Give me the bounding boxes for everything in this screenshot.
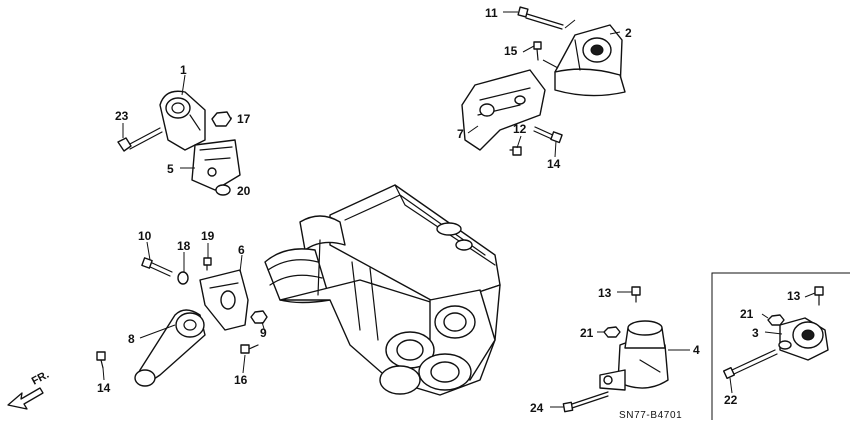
- callout-19: 19: [201, 229, 215, 243]
- callout-13b: 13: [787, 289, 801, 303]
- bolt-12: [509, 146, 522, 156]
- bolt-23: [117, 127, 163, 152]
- callout-4: 4: [693, 343, 700, 357]
- nut-9: [250, 310, 268, 324]
- callout-13a: 13: [598, 286, 612, 300]
- mount-2: [554, 24, 626, 97]
- callout-16: 16: [234, 373, 248, 387]
- bolt-19: [203, 257, 212, 271]
- front-direction-arrow: FR.: [7, 369, 51, 410]
- callout-12: 12: [513, 122, 527, 136]
- nut-21-left: [603, 326, 621, 338]
- washer-18: [177, 271, 189, 285]
- mount-4: [599, 320, 669, 391]
- mount-3: [778, 317, 829, 361]
- callout-2: 2: [625, 26, 632, 40]
- bolt-13-left: [631, 286, 641, 303]
- inset-frame: [711, 272, 850, 420]
- bolt-15: [533, 41, 542, 61]
- callout-21a: 21: [580, 326, 594, 340]
- callout-17: 17: [237, 112, 251, 126]
- engine-assembly: [264, 184, 501, 396]
- nut-21-right: [767, 314, 785, 326]
- bracket-5: [191, 139, 241, 191]
- callout-8: 8: [128, 332, 135, 346]
- bolt-24: [562, 391, 609, 413]
- bracket-6: [199, 269, 249, 331]
- callout-23: 23: [115, 109, 129, 123]
- callouts: 1 2 3 4 5 6 7 8 9 10 11 12 13 13 14 14 1…: [97, 6, 801, 415]
- callout-15: 15: [504, 44, 518, 58]
- bolt-16: [240, 344, 259, 354]
- leader-lines: [102, 11, 816, 408]
- callout-14b: 14: [97, 381, 111, 395]
- callout-10: 10: [138, 229, 152, 243]
- callout-18: 18: [177, 239, 191, 253]
- callout-24: 24: [530, 401, 544, 415]
- diagram-code: SN77-B4701: [619, 410, 682, 421]
- bolt-11: [517, 6, 564, 30]
- callout-3: 3: [752, 326, 759, 340]
- bolt-13-right: [814, 286, 824, 306]
- nut-17: [211, 111, 232, 127]
- torque-rod-8: [134, 309, 206, 387]
- callout-7: 7: [457, 127, 464, 141]
- mount-1: [159, 90, 206, 151]
- bolt-14-upper: [533, 126, 563, 144]
- callout-6: 6: [238, 243, 245, 257]
- callout-9: 9: [260, 326, 267, 340]
- direction-label: FR.: [30, 369, 51, 388]
- callout-11: 11: [485, 6, 498, 20]
- bolt-22: [722, 349, 778, 380]
- bracket-7: [461, 69, 546, 151]
- nut-20: [215, 184, 231, 196]
- callout-5: 5: [167, 162, 174, 176]
- bolt-14-lower: [96, 351, 106, 369]
- callout-21b: 21: [740, 307, 754, 321]
- bolt-10: [141, 257, 173, 277]
- callout-1: 1: [180, 63, 187, 77]
- callout-20: 20: [237, 184, 251, 198]
- callout-14a: 14: [547, 157, 561, 171]
- callout-22: 22: [724, 393, 738, 407]
